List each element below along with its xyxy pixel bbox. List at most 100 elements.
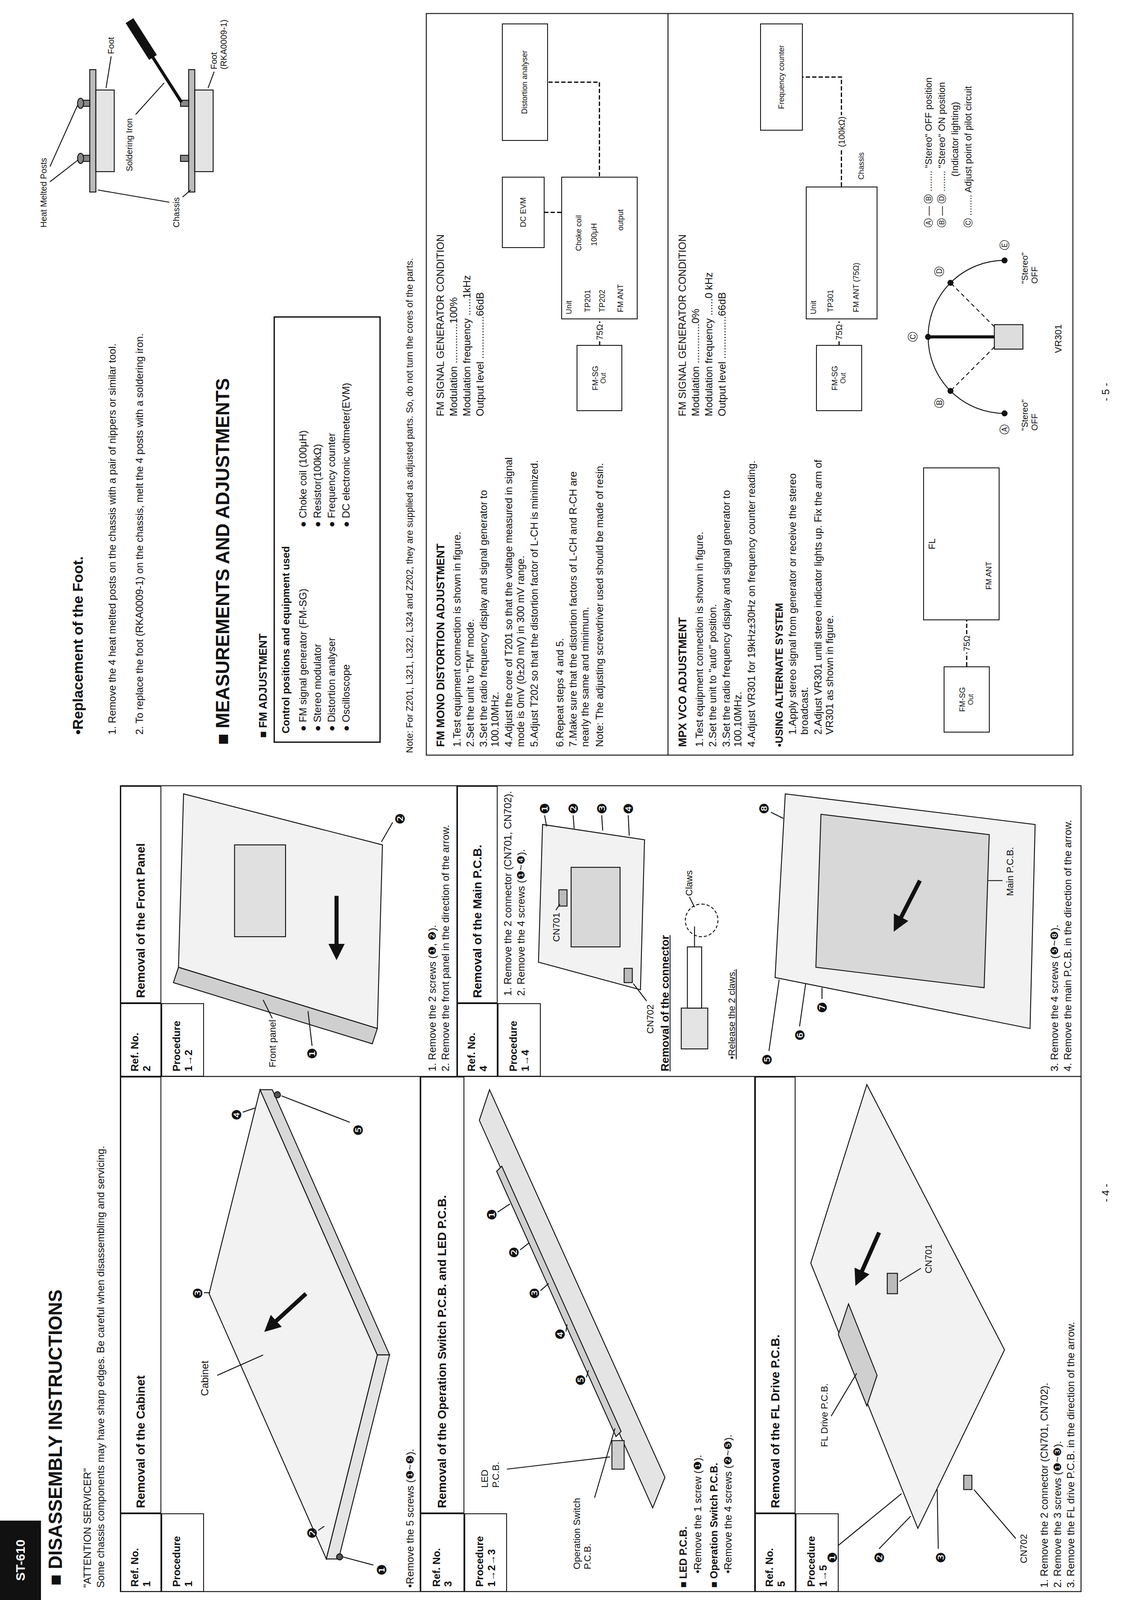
node-text: 5 xyxy=(775,1518,788,1587)
label-text: 1. Remove the 4 heat melted posts on the… xyxy=(106,255,119,735)
node-text: 1→4 xyxy=(519,1008,532,1072)
vr301-drawing xyxy=(928,260,1005,414)
callout-number: ❷ xyxy=(873,1551,887,1563)
label-text: •USING ALTERNATE SYSTEM xyxy=(773,602,786,747)
main-pcb-drawing xyxy=(555,903,560,910)
table-title-cell: Removal of the Main P.C.B. xyxy=(457,785,499,1003)
foot-drawing xyxy=(106,56,112,88)
cabinet-drawing xyxy=(281,1095,350,1123)
fl-drive-drawing xyxy=(879,1515,911,1548)
main-pcb-drawing xyxy=(544,815,547,827)
node-text: 4 xyxy=(477,1008,490,1072)
fl-drive-drawing xyxy=(834,1493,902,1549)
foot-drawing xyxy=(97,189,170,203)
label-text: Ⓒ ........ Adjust point of pilot circuit xyxy=(962,18,974,228)
vr301-drawing xyxy=(994,324,1024,349)
label-text: Operation Switch P.C.B. xyxy=(571,1495,594,1569)
measurement-frame xyxy=(426,13,1073,755)
label-text: FM MONO DISTORTION ADJUSTMENT xyxy=(434,543,448,747)
fl-drive-drawing xyxy=(973,1489,1016,1539)
callout-number: ❶ xyxy=(826,1551,840,1563)
label-text: 1. Remove the 2 connector (CN701, CN702)… xyxy=(1038,1382,1051,1588)
instrument-box: FM-SGOut xyxy=(943,666,990,733)
label-text: Note: For Z201, L321, L322, L324 and Z20… xyxy=(404,258,415,753)
node-text: Ref. No. xyxy=(430,1518,443,1587)
table-title-cell: Removal of the Cabinet xyxy=(120,1076,162,1513)
callout-number: ❸ xyxy=(528,1287,542,1299)
node-text: 2 xyxy=(140,1008,153,1072)
front-panel-drawing xyxy=(263,999,273,1018)
label-text: VR301 xyxy=(1052,324,1064,353)
vr301-drawing xyxy=(1002,257,1008,263)
node-text: Distortion analyser xyxy=(520,50,530,114)
label-text: "Stereo" OFF xyxy=(1020,387,1040,431)
label-text: 100μH xyxy=(589,223,599,246)
main-pcb-drawing xyxy=(816,813,990,988)
callout-number: ❸ xyxy=(595,802,609,815)
label-text: Chassis xyxy=(856,152,866,180)
label-text: 3. Remove the FL drive P.C.B. in the dir… xyxy=(1064,1321,1077,1588)
table-cell: Procedure1→2→3 xyxy=(464,1512,508,1592)
foot-drawing xyxy=(49,20,215,202)
node-text: Ref. No. xyxy=(128,1518,141,1587)
main-pcb-drawing xyxy=(821,987,823,999)
page-heading: ■ DISASSEMBLY INSTRUCTIONS xyxy=(44,1289,67,1586)
table-frame xyxy=(120,1075,1082,1077)
label-text: Ⓔ xyxy=(998,239,1011,251)
label-text: 4.Adjust the core of T201 so that the vo… xyxy=(502,440,527,747)
foot-drawing xyxy=(77,98,84,109)
label-text: 1.Test equipment connection is shown in … xyxy=(451,440,464,747)
label-text: 2.Set the unit to "auto" position. xyxy=(706,440,719,747)
instrument-box: Frequency counter xyxy=(760,23,803,131)
node-text: FM-SG xyxy=(830,365,840,391)
cable-connector xyxy=(802,77,842,187)
edge-label: 75Ω xyxy=(594,322,605,342)
model-tab: ST-610 xyxy=(0,1520,41,1600)
vr301-drawing xyxy=(925,257,1024,416)
callout-number: ❷ xyxy=(567,802,581,815)
label-text: 6.Repeat steps 4 and 5. xyxy=(553,440,566,747)
label-text: 1.Test equipment connection is shown in … xyxy=(693,440,706,747)
main-pcb-drawing xyxy=(769,979,780,1051)
cabinet-drawing xyxy=(342,1556,374,1565)
cabinet-drawing xyxy=(242,1107,256,1113)
front-panel-drawing xyxy=(308,1011,313,1046)
label-text: 4. Remove the main P.C.B. in the directi… xyxy=(1061,819,1074,1072)
measurement-frame xyxy=(426,13,1073,755)
label-text: 1.Apply stereo signal from generator or … xyxy=(786,440,811,735)
front-panel-bar-drawing xyxy=(479,1089,665,1508)
front-panel-bar-drawing xyxy=(479,1089,665,1508)
main-pcb-drawing xyxy=(689,896,695,907)
node-text: ● DC electronic voltmeter(EVM) xyxy=(340,382,353,528)
callout-number: ❺ xyxy=(352,1124,365,1136)
label-text: MPX VCO ADJUSTMENT xyxy=(676,617,690,747)
node-text: Out xyxy=(967,693,975,706)
table-cell: Ref. No.1 xyxy=(120,1512,162,1592)
label-text: Ⓑ — Ⓓ ........ "Stereo" ON position xyxy=(936,81,948,228)
label-text: Main P.C.B. xyxy=(1004,846,1016,896)
label-text: ■ LED P.C.B. xyxy=(677,1526,690,1588)
main-pcb-drawing xyxy=(571,867,621,947)
label-text: 5.Adjust T202 so that the distortion fac… xyxy=(528,440,541,747)
fl-drive-drawing xyxy=(858,1232,880,1279)
node-text: FM-SG xyxy=(591,365,601,391)
main-pcb-drawing xyxy=(799,983,806,1027)
label-text: Modulation frequency ......0 kHz xyxy=(702,272,715,417)
label-text: - 5 - xyxy=(1099,382,1112,402)
node-text: Procedure xyxy=(473,1518,486,1587)
callout-number: ❼ xyxy=(816,1001,829,1014)
vr301-drawing xyxy=(929,335,1005,339)
label-text: 1. Remove the 2 connector (CN701, CN702)… xyxy=(501,790,514,996)
label-text: FM ANT xyxy=(984,561,994,590)
table-cell: Ref. No.5 xyxy=(754,1512,796,1592)
label-text: Ⓒ xyxy=(906,331,919,342)
front-panel-bar-drawing xyxy=(496,1165,622,1437)
fl-drive-drawing xyxy=(810,1084,1005,1528)
vr301-drawing xyxy=(1002,410,1008,416)
label-text: Foot xyxy=(106,37,117,55)
unit-box: Unit xyxy=(805,186,878,320)
label-text: Choke coil xyxy=(574,215,584,251)
fl-drive-drawing xyxy=(899,1268,922,1282)
label-text: CN702 xyxy=(644,1004,656,1034)
node-text: FL xyxy=(926,538,938,550)
